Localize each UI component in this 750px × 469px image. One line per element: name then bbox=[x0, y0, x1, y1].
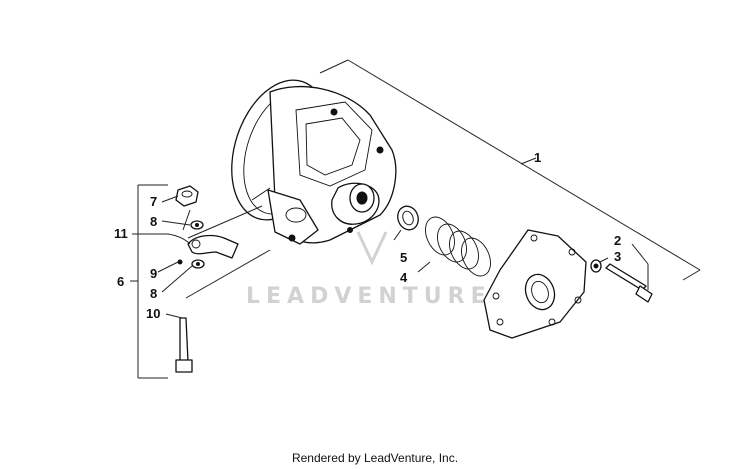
weight-hardware bbox=[175, 185, 271, 373]
callout-6: 6 bbox=[117, 274, 124, 289]
watermark-text: LEADVENTURE bbox=[246, 284, 492, 309]
cover-plate bbox=[483, 229, 587, 339]
callout-3: 3 bbox=[614, 249, 621, 264]
assembly-bracket bbox=[319, 59, 701, 281]
cover-bolt bbox=[590, 243, 653, 303]
callout-11: 11 bbox=[114, 226, 128, 241]
callout-10: 10 bbox=[146, 306, 160, 321]
footer-credit: Rendered by LeadVenture, Inc. bbox=[291, 451, 459, 465]
callout-2: 2 bbox=[614, 233, 621, 248]
sheave-assembly bbox=[231, 79, 397, 245]
leader-lines bbox=[132, 195, 193, 319]
callouts: 1 2 3 4 5 6 7 8 9 8 10 11 bbox=[114, 150, 621, 321]
callout-1: 1 bbox=[534, 150, 541, 165]
callout-5: 5 bbox=[400, 250, 407, 265]
group-bracket bbox=[130, 184, 168, 379]
callout-7: 7 bbox=[150, 194, 157, 209]
callout-4: 4 bbox=[400, 270, 408, 285]
watermark: LEADVENTURE bbox=[246, 231, 492, 309]
spring bbox=[417, 216, 491, 277]
seal-ring bbox=[393, 205, 419, 241]
callout-8-upper: 8 bbox=[150, 214, 157, 229]
callout-9: 9 bbox=[150, 266, 157, 281]
callout-8-lower: 8 bbox=[150, 286, 157, 301]
